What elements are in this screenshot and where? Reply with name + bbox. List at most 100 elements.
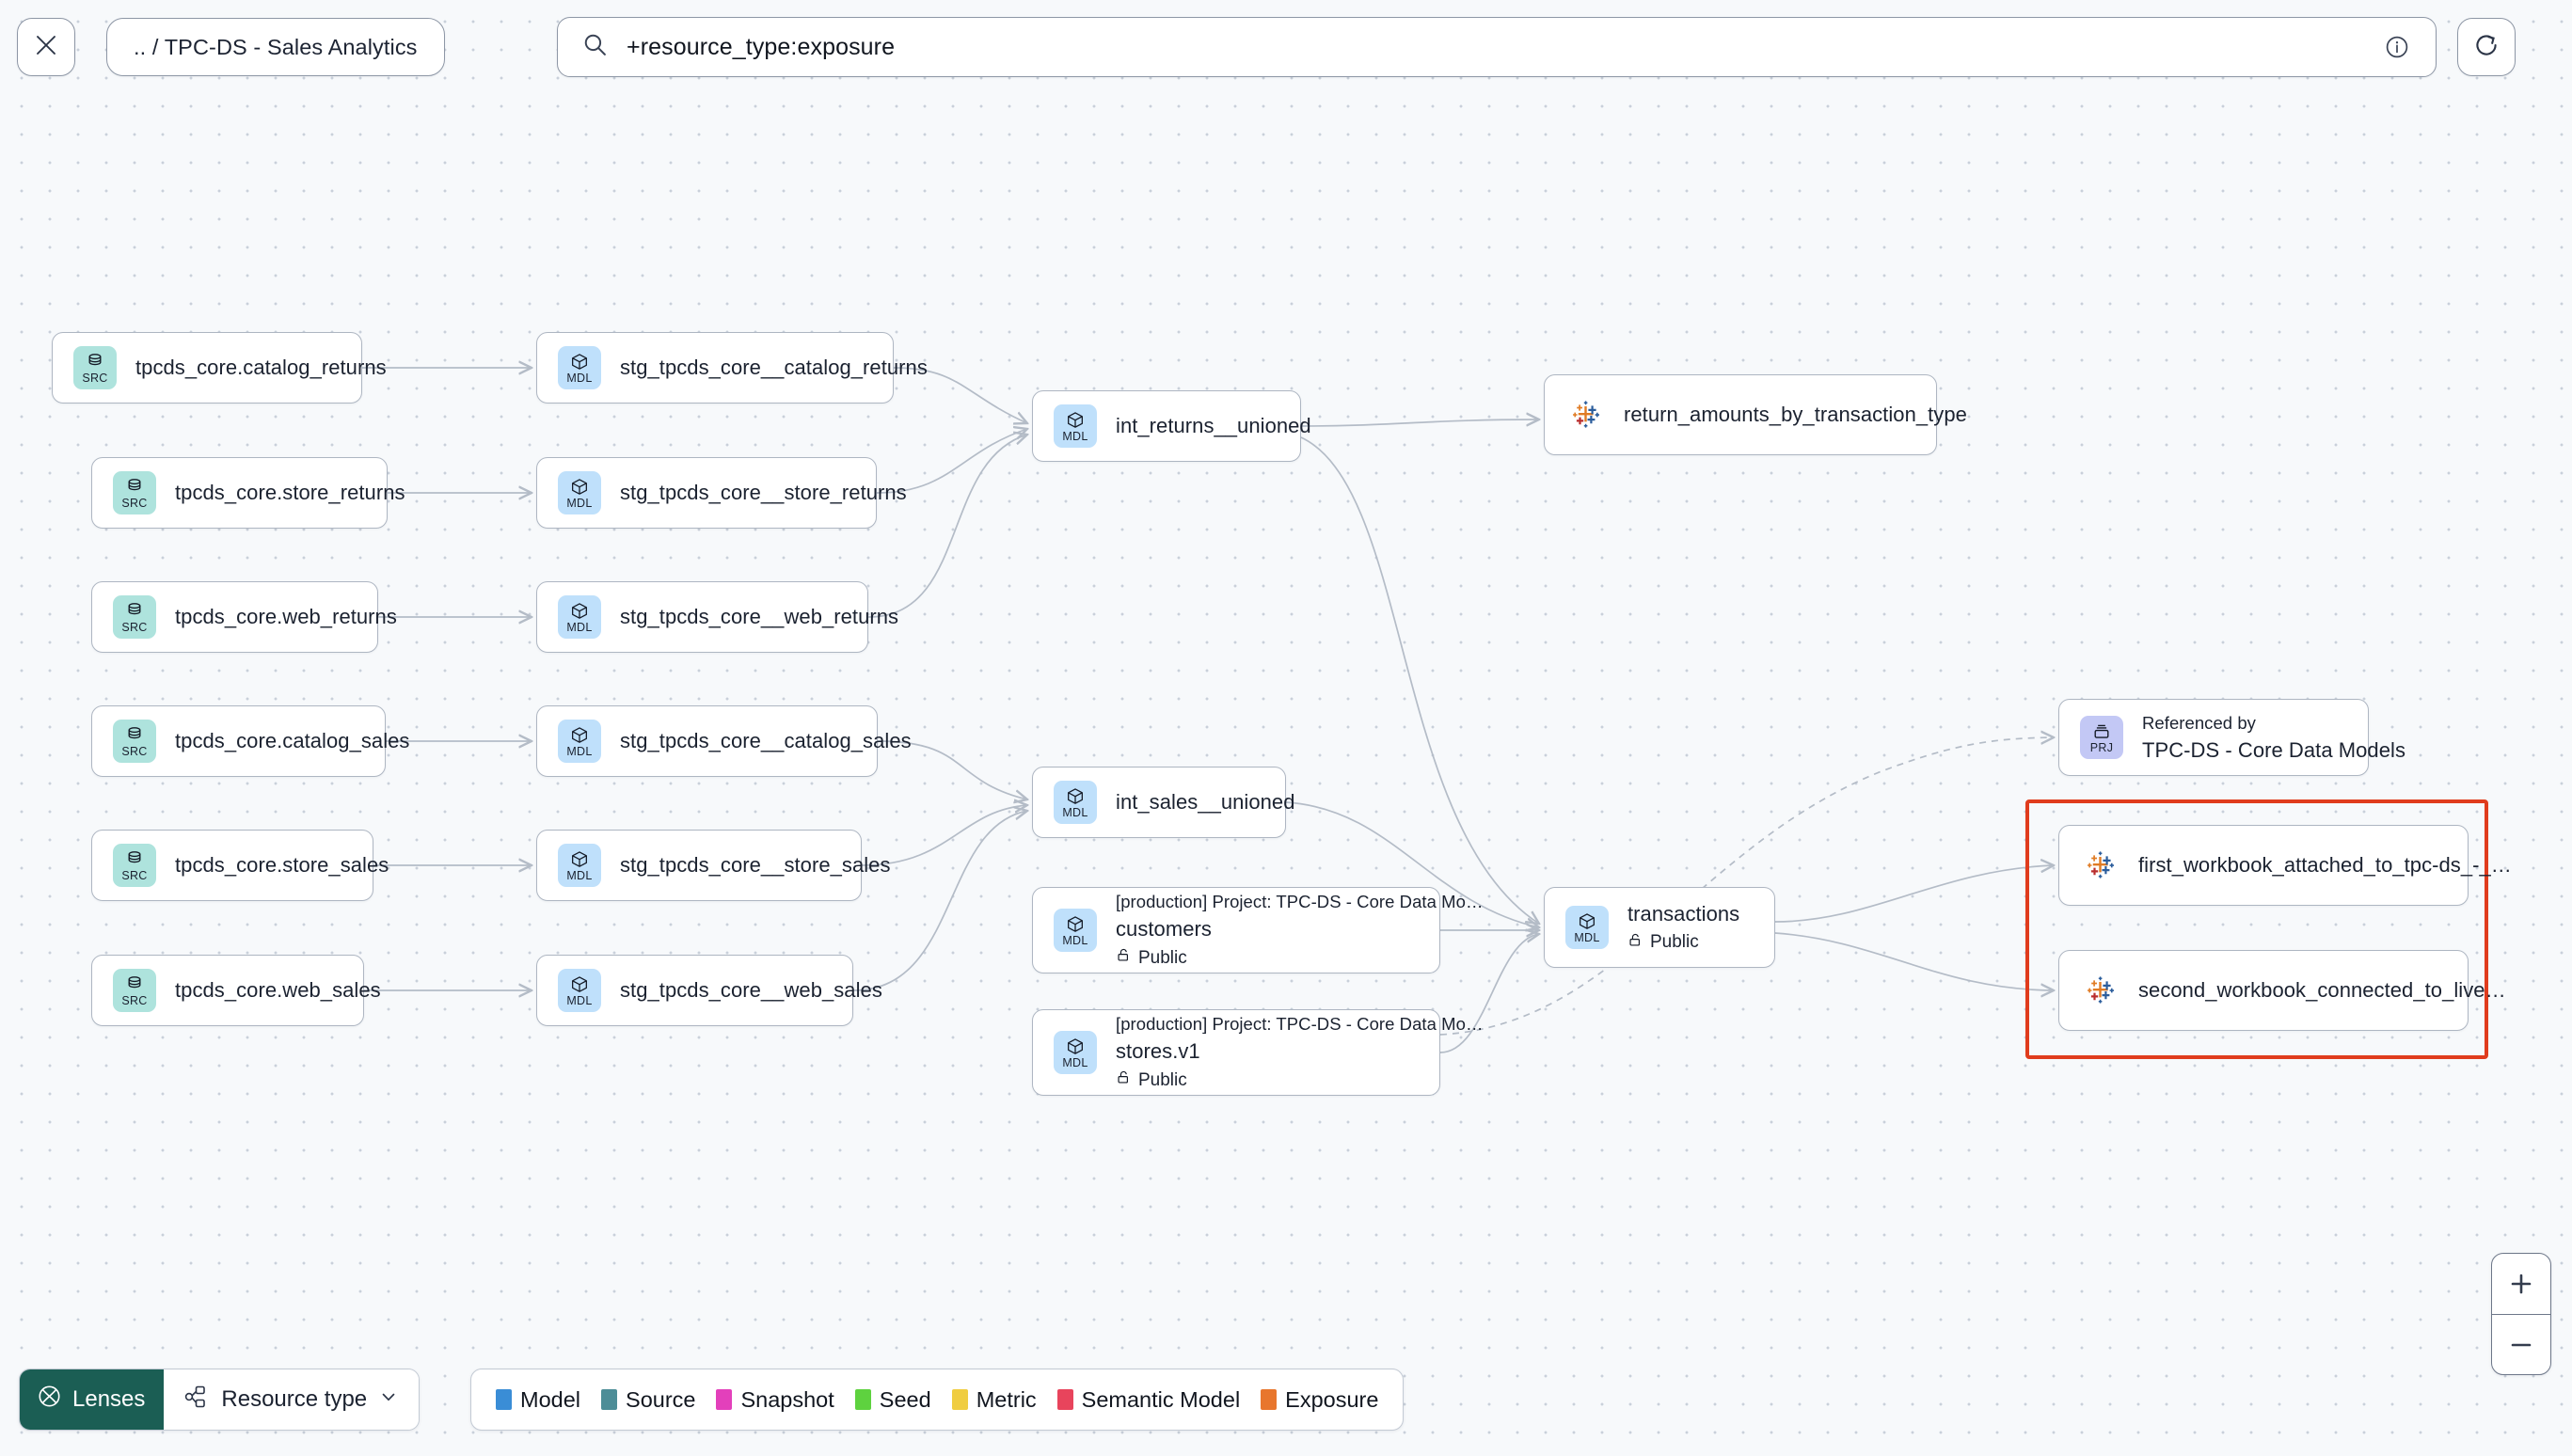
cube-icon bbox=[569, 352, 590, 372]
node-title: first_workbook_attached_to_tpc-ds_-_… bbox=[2138, 853, 2512, 877]
close-button[interactable] bbox=[17, 18, 75, 76]
node-title: tpcds_core.web_sales bbox=[175, 978, 381, 1002]
bottom-toolbar: Lenses Resource type Model Source Snapshot… bbox=[0, 1343, 2572, 1456]
legend-item-semantic-model[interactable]: Semantic Model bbox=[1056, 1387, 1240, 1413]
node-labels: stg_tpcds_core__web_sales bbox=[620, 978, 882, 1003]
lineage-node-int_sales_unioned[interactable]: MDL int_sales__unioned bbox=[1032, 767, 1295, 838]
node-visibility: Public bbox=[1627, 932, 1739, 954]
node-title: transactions bbox=[1627, 901, 1740, 926]
zoom-out-button[interactable] bbox=[2492, 1314, 2550, 1374]
node-type-badge-mdl: MDL bbox=[1054, 1031, 1097, 1074]
node-labels: second_workbook_connected_to_live… bbox=[2138, 978, 2506, 1003]
node-type-code: MDL bbox=[566, 745, 593, 758]
legend-label: Seed bbox=[879, 1386, 931, 1412]
node-type-code: PRJ bbox=[2089, 741, 2114, 754]
legend-swatch bbox=[716, 1389, 733, 1410]
legend-item-model[interactable]: Model bbox=[496, 1387, 580, 1413]
legend-item-metric[interactable]: Metric bbox=[951, 1387, 1037, 1413]
node-type-badge-mdl: MDL bbox=[1054, 781, 1097, 824]
node-labels: first_workbook_attached_to_tpc-ds_-_… bbox=[2138, 853, 2512, 878]
node-type-badge-exposure bbox=[1565, 394, 1607, 435]
node-title: stores.v1 bbox=[1116, 1039, 1200, 1063]
node-title: customers bbox=[1116, 917, 1212, 941]
node-title: int_sales__unioned bbox=[1116, 790, 1295, 814]
node-subtitle: Referenced by bbox=[2142, 712, 2256, 733]
node-labels: tpcds_core.web_sales bbox=[175, 978, 381, 1003]
node-type-code: SRC bbox=[121, 497, 148, 510]
node-type-badge-mdl: MDL bbox=[1054, 909, 1097, 952]
refresh-icon bbox=[2471, 30, 2501, 65]
node-type-code: MDL bbox=[566, 869, 593, 882]
node-labels: stg_tpcds_core__store_returns bbox=[620, 481, 907, 505]
zoom-in-button[interactable] bbox=[2492, 1254, 2550, 1314]
cube-icon bbox=[569, 974, 590, 995]
legend-swatch bbox=[951, 1389, 968, 1410]
legend-item-source[interactable]: Source bbox=[601, 1387, 695, 1413]
lineage-node-stores_v1[interactable]: MDL [production] Project: TPC-DS - Core D… bbox=[1032, 1009, 1484, 1096]
node-type-code: SRC bbox=[82, 372, 108, 385]
lenses-button[interactable]: Lenses bbox=[20, 1369, 165, 1430]
cube-icon bbox=[569, 725, 590, 746]
lineage-node-customers[interactable]: MDL[production] Project: TPC-DS - Core D… bbox=[1032, 887, 1483, 973]
legend-item-exposure[interactable]: Exposure bbox=[1261, 1387, 1378, 1413]
refresh-button[interactable] bbox=[2457, 18, 2516, 76]
cube-icon bbox=[1065, 914, 1086, 935]
lineage-node-return_amounts[interactable]: return_amounts_by_transaction_type bbox=[1544, 374, 1967, 455]
node-visibility-label: Public bbox=[1138, 1069, 1187, 1090]
lineage-node-src_catalog_sales[interactable]: SRC tpcds_core.catalog_sales bbox=[91, 705, 409, 777]
legend-item-snapshot[interactable]: Snapshot bbox=[716, 1387, 834, 1413]
node-type-code: MDL bbox=[1062, 1056, 1088, 1069]
node-labels: return_amounts_by_transaction_type bbox=[1624, 403, 1967, 427]
legend-label: Source bbox=[626, 1386, 696, 1412]
info-icon[interactable] bbox=[2383, 33, 2411, 61]
lineage-node-second_workbook[interactable]: second_workbook_connected_to_live… bbox=[2058, 950, 2506, 1031]
node-labels: tpcds_core.store_sales bbox=[175, 853, 389, 878]
node-visibility-label: Public bbox=[1138, 947, 1187, 968]
lenses-label: Lenses bbox=[72, 1386, 146, 1412]
node-type-badge-mdl: MDL bbox=[1565, 906, 1609, 949]
lineage-node-src_web_returns[interactable]: SRC tpcds_core.web_returns bbox=[91, 581, 397, 653]
node-visibility: Public bbox=[1116, 947, 1419, 969]
database-icon bbox=[124, 974, 145, 995]
search-input[interactable] bbox=[625, 32, 2383, 62]
node-type-badge-src: SRC bbox=[113, 595, 156, 639]
cube-icon bbox=[569, 849, 590, 870]
node-type-badge-src: SRC bbox=[113, 471, 156, 514]
node-labels: tpcds_core.catalog_returns bbox=[135, 356, 387, 380]
node-type-badge-src: SRC bbox=[113, 720, 156, 763]
legend-item-seed[interactable]: Seed bbox=[854, 1386, 931, 1413]
unlock-icon bbox=[1627, 932, 1643, 954]
lineage-node-first_workbook[interactable]: first_workbook_attached_to_tpc-ds_-_… bbox=[2058, 825, 2512, 906]
hierarchy-icon bbox=[183, 1384, 209, 1416]
node-title: tpcds_core.store_sales bbox=[175, 853, 389, 877]
cube-icon bbox=[1065, 786, 1086, 807]
node-labels: tpcds_core.catalog_sales bbox=[175, 729, 409, 753]
node-title: stg_tpcds_core__web_sales bbox=[620, 978, 882, 1002]
database-icon bbox=[124, 725, 145, 746]
node-type-badge-exposure bbox=[2080, 970, 2121, 1011]
node-labels: tpcds_core.web_returns bbox=[175, 605, 397, 629]
node-subtitle: [production] Project: TPC-DS - Core Data… bbox=[1116, 1014, 1484, 1034]
lineage-node-src_catalog_returns[interactable]: SRC tpcds_core.catalog_returns bbox=[52, 332, 387, 404]
breadcrumb[interactable]: .. / TPC-DS - Sales Analytics bbox=[106, 18, 445, 76]
node-type-code: MDL bbox=[566, 621, 593, 634]
resource-type-dropdown[interactable]: Resource type bbox=[164, 1369, 420, 1430]
search-bar[interactable] bbox=[557, 17, 2437, 77]
node-title: int_returns__unioned bbox=[1116, 414, 1311, 437]
node-labels: int_returns__unioned bbox=[1116, 414, 1311, 438]
node-title: return_amounts_by_transaction_type bbox=[1624, 403, 1967, 426]
database-icon bbox=[124, 601, 145, 622]
